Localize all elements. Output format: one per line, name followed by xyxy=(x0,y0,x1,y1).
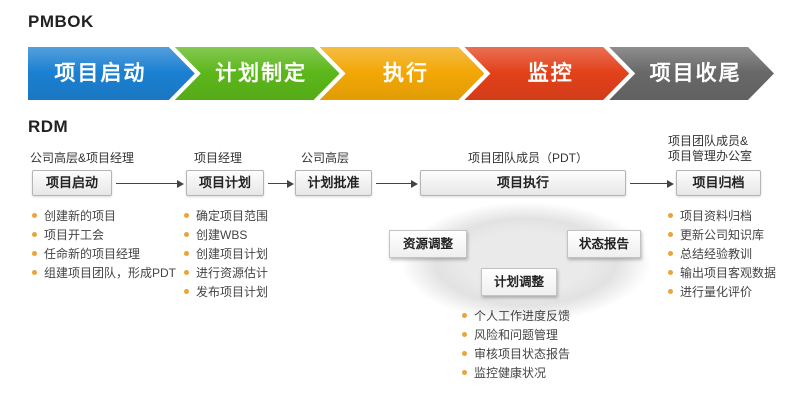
list-item-text: 输出项目客观数据 xyxy=(680,266,777,280)
stage-box-approval: 计划批准 xyxy=(295,170,372,196)
pmbok-phase-monitoring: 监控 xyxy=(464,47,629,100)
list-item-text: 进行量化评价 xyxy=(680,285,753,299)
pmbok-phase-closure: 项目收尾 xyxy=(609,47,774,100)
list-item: 监控健康状况 xyxy=(462,363,570,382)
list-item: 创建WBS xyxy=(184,225,268,244)
bullet-icon xyxy=(462,370,467,375)
stage-box-plan: 项目计划 xyxy=(186,170,264,196)
role-label-pm: 项目经理 xyxy=(194,151,243,165)
stage-box-execution: 项目执行 xyxy=(420,170,626,196)
bullet-icon xyxy=(32,270,37,275)
role-label-team-pmo-line1: 项目团队成员& xyxy=(668,134,749,148)
bullet-icon xyxy=(668,232,673,237)
bullet-icon xyxy=(668,213,673,218)
pmbok-phase-bar: 项目启动 计划制定 执行 监控 项目收尾 xyxy=(28,47,774,100)
list-item-text: 创建WBS xyxy=(196,228,248,242)
flow-arrow-1 xyxy=(116,180,184,188)
list-item: 审核项目状态报告 xyxy=(462,344,570,363)
rdm-section-label: RDM xyxy=(28,117,69,136)
role-label-executives: 公司高层 xyxy=(301,151,350,165)
list-item-text: 项目开工会 xyxy=(44,228,105,242)
bullet-icon xyxy=(462,351,467,356)
list-item-text: 监控健康状况 xyxy=(474,366,547,380)
flow-arrow-3 xyxy=(376,180,418,188)
list-item-text: 创建项目计划 xyxy=(196,247,269,261)
list-item-text: 任命新的项目经理 xyxy=(44,247,141,261)
list-item-text: 审核项目状态报告 xyxy=(474,347,571,361)
role-label-team-pmo-line2: 项目管理办公室 xyxy=(668,149,753,163)
bullet-list-plan: 确定项目范围 创建WBS 创建项目计划 进行资源估计 发布项目计划 xyxy=(184,206,268,301)
bullet-icon xyxy=(668,270,673,275)
sub-box-plan-adjust: 计划调整 xyxy=(481,268,557,296)
pmbok-phase-planning: 计划制定 xyxy=(175,47,340,100)
list-item: 项目开工会 xyxy=(32,225,176,244)
sub-box-resource-adjust: 资源调整 xyxy=(389,230,467,258)
pmbok-phase-execution: 执行 xyxy=(320,47,485,100)
list-item: 进行量化评价 xyxy=(668,282,776,301)
bullet-icon xyxy=(184,213,189,218)
list-item: 进行资源估计 xyxy=(184,263,268,282)
stage-box-archive: 项目归档 xyxy=(676,170,761,196)
list-item: 项目资料归档 xyxy=(668,206,776,225)
list-item: 输出项目客观数据 xyxy=(668,263,776,282)
pmbok-phase-initiation: 项目启动 xyxy=(28,47,195,100)
list-item-text: 更新公司知识库 xyxy=(680,228,765,242)
bullet-icon xyxy=(462,313,467,318)
list-item: 发布项目计划 xyxy=(184,282,268,301)
list-item: 风险和问题管理 xyxy=(462,325,570,344)
sub-box-status-report: 状态报告 xyxy=(567,230,641,258)
flow-arrow-4 xyxy=(630,180,674,188)
list-item: 更新公司知识库 xyxy=(668,225,776,244)
list-item: 确定项目范围 xyxy=(184,206,268,225)
pmbok-section-label: PMBOK xyxy=(28,12,94,31)
list-item-text: 组建项目团队，形成PDT xyxy=(44,266,177,280)
stage-box-initiation: 项目启动 xyxy=(32,170,112,196)
bullet-icon xyxy=(668,251,673,256)
bullet-icon xyxy=(184,251,189,256)
list-item: 创建项目计划 xyxy=(184,244,268,263)
list-item-text: 总结经验教训 xyxy=(680,247,753,261)
list-item-text: 确定项目范围 xyxy=(196,209,269,223)
list-item-text: 项目资料归档 xyxy=(680,209,753,223)
list-item: 个人工作进度反馈 xyxy=(462,306,570,325)
bullet-icon xyxy=(184,270,189,275)
bullet-list-initiation: 创建新的项目 项目开工会 任命新的项目经理 组建项目团队，形成PDT xyxy=(32,206,176,282)
list-item: 组建项目团队，形成PDT xyxy=(32,263,176,282)
role-label-executives-pm: 公司高层&项目经理 xyxy=(30,151,135,165)
bullet-list-archive: 项目资料归档 更新公司知识库 总结经验教训 输出项目客观数据 进行量化评价 xyxy=(668,206,776,301)
role-label-team-pmo: 项目团队成员& 项目管理办公室 xyxy=(668,134,752,164)
bullet-icon xyxy=(668,289,673,294)
execution-ellipse-backdrop xyxy=(401,202,651,322)
list-item-text: 发布项目计划 xyxy=(196,285,269,299)
bullet-icon xyxy=(32,232,37,237)
role-label-pdt: 项目团队成员（PDT） xyxy=(468,151,589,165)
bullet-icon xyxy=(32,251,37,256)
list-item-text: 进行资源估计 xyxy=(196,266,269,280)
bullet-icon xyxy=(462,332,467,337)
bullet-list-execution: 个人工作进度反馈 风险和问题管理 审核项目状态报告 监控健康状况 xyxy=(462,306,570,382)
flow-arrow-2 xyxy=(268,180,294,188)
list-item-text: 创建新的项目 xyxy=(44,209,117,223)
list-item: 任命新的项目经理 xyxy=(32,244,176,263)
bullet-icon xyxy=(32,213,37,218)
list-item: 总结经验教训 xyxy=(668,244,776,263)
list-item-text: 个人工作进度反馈 xyxy=(474,309,571,323)
list-item-text: 风险和问题管理 xyxy=(474,328,559,342)
bullet-icon xyxy=(184,232,189,237)
bullet-icon xyxy=(184,289,189,294)
list-item: 创建新的项目 xyxy=(32,206,176,225)
